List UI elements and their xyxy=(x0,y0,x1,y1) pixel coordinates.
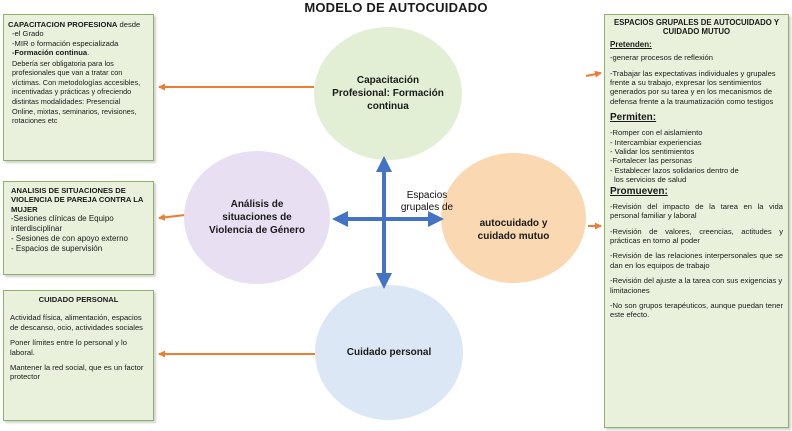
blue-arrowhead-left xyxy=(332,211,348,227)
cuidado-paragraph: Actividad física, alimentación, espacios… xyxy=(10,313,143,332)
capacitacion-text-2: Online, mixtas, seminarios, revisiones, … xyxy=(12,106,137,126)
diagram-title: MODELO DE AUTOCUIDADO xyxy=(304,0,488,15)
circle-formacion: Capacitación Profesional: Formación cont… xyxy=(314,27,462,160)
permiten-item: - Establecer lazos solidarios dentro de xyxy=(610,165,739,175)
section-promueven: Promueven: xyxy=(610,185,668,197)
pretenden-item: -generar procesos de reflexión xyxy=(610,53,713,63)
capacitacion-text: Debería ser obligatoria para los profesi… xyxy=(12,58,141,106)
box-capacitacion: CAPACITACION PROFESIONA desde -el Grado … xyxy=(3,14,154,161)
box-espacios-heading: ESPACIOS GRUPALES DE AUTOCUIDADO Y CUIDA… xyxy=(613,18,780,37)
arrow-to-espacios-box-upper xyxy=(585,70,602,78)
permiten-item: - Intercambiar experiencias xyxy=(610,137,702,147)
box-analisis-heading: ANALISIS DE SITUACIONES DE VIOLENCIA DE … xyxy=(11,186,144,214)
circle-grupales: autocuidado y cuidado mutuo xyxy=(441,153,586,283)
analisis-item: - Sesiones de con apoyo externo xyxy=(11,234,128,244)
permiten-item: -Romper con el aislamiento xyxy=(610,128,703,138)
capacitacion-line: -MIR o formación especializada xyxy=(12,38,119,48)
section-permiten: Permiten: xyxy=(610,112,657,124)
capacitacion-line: -el Grado xyxy=(12,29,44,39)
box-cuidado: CUIDADO PERSONAL Actividad física, alime… xyxy=(3,290,154,421)
promueven-item: -Revisión del ajuste a la tarea con sus … xyxy=(610,276,783,295)
promueven-item: -No son grupos terapéuticos, aunque pued… xyxy=(610,300,783,320)
arrow-to-analisis-box xyxy=(158,213,186,221)
circle-formacion-label: Capacitación Profesional: Formación cont… xyxy=(332,75,444,112)
analisis-item: -Sesiones clínicas de Equipo interdiscip… xyxy=(11,214,114,234)
box-espacios: ESPACIOS GRUPALES DE AUTOCUIDADO Y CUIDA… xyxy=(604,14,789,428)
capacitacion-subheading: -Formación continua xyxy=(12,48,88,58)
box-capacitacion-heading: CAPACITACION PROFESIONA xyxy=(8,20,118,29)
box-analisis: ANALISIS DE SITUACIONES DE VIOLENCIA DE … xyxy=(3,181,154,275)
circle-grupales-label: autocuidado y cuidado mutuo xyxy=(477,218,550,242)
permiten-item: -Fortalecer las personas xyxy=(610,156,692,166)
analisis-item: - Espacios de supervisión xyxy=(11,244,103,254)
pretenden-item: -Trabajar las expectativas individuales … xyxy=(610,68,776,106)
blue-arrowhead-down xyxy=(376,273,392,289)
section-pretenden: Pretenden: xyxy=(610,39,652,49)
promueven-item: -Revisión de las relaciones interpersona… xyxy=(610,251,783,270)
cuidado-paragraph: Poner límites entre lo personal y lo lab… xyxy=(10,338,127,357)
circle-analisis-label: Análisis de situaciones de Violencia de … xyxy=(209,199,305,236)
circle-cuidado-label: Cuidado personal xyxy=(346,347,432,358)
permiten-item: los servicios de salud xyxy=(614,175,687,185)
box-cuidado-heading: CUIDADO PERSONAL xyxy=(38,295,119,304)
blue-arrowhead-right xyxy=(428,211,444,227)
circle-analisis: Análisis de situaciones de Violencia de … xyxy=(184,151,330,284)
promueven-item: -Revisión de valores, creencias, actitud… xyxy=(610,226,783,245)
circle-cuidado: Cuidado personal xyxy=(315,285,463,420)
promueven-item: -Revisión del impacto de la tarea en la … xyxy=(610,201,783,221)
cuidado-paragraph: Mantener la red social, que es un factor… xyxy=(10,363,144,382)
center-label: Espacios grupales de xyxy=(400,190,454,213)
permiten-item: - Validar los sentimientos xyxy=(610,147,695,157)
blue-arrowhead-up xyxy=(376,156,392,172)
